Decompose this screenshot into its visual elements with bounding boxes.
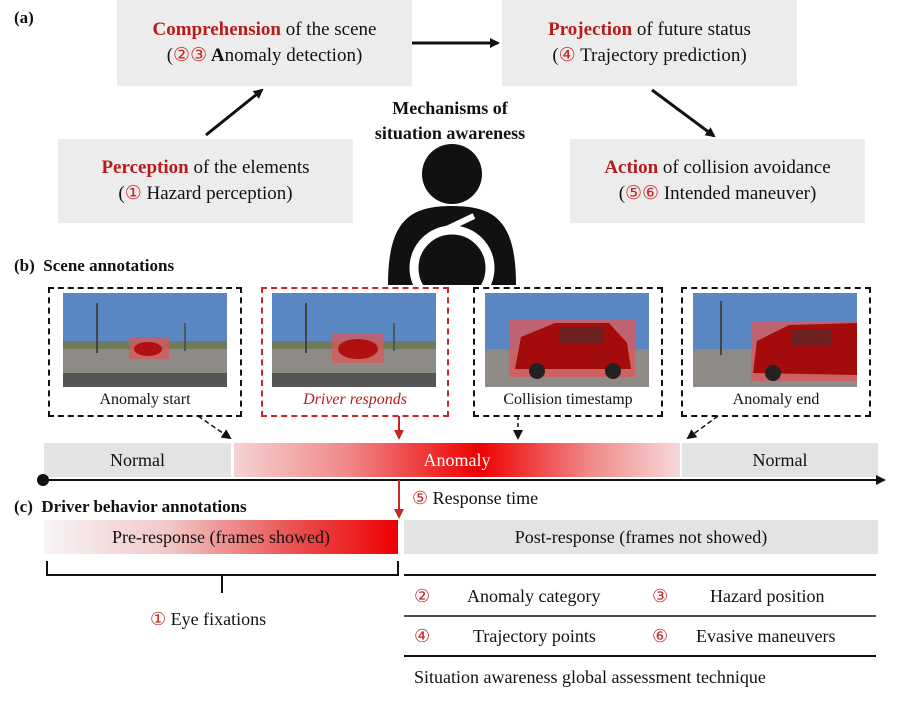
comprehension-box: Comprehension of the scene (②③ Anomaly d… — [117, 0, 412, 86]
panel-c-title: Driver behavior annotations — [41, 497, 247, 516]
table-num: ② — [414, 586, 431, 606]
scene-thumbnail — [63, 293, 227, 387]
frame-driver-responds: Driver responds — [261, 287, 449, 417]
table-num: ③ — [652, 586, 669, 606]
perception-keyword: Perception — [101, 157, 189, 178]
timeline-normal-left: Normal — [44, 443, 231, 477]
center-title: Mechanisms of situation awareness — [345, 96, 555, 146]
driver-icon — [388, 144, 516, 290]
panel-b-letter: (b) — [14, 256, 35, 275]
perception-nums: ① — [124, 183, 142, 204]
table-cell: Anomaly category — [467, 586, 601, 606]
eye-fixation-text: Eye fixations — [170, 609, 267, 629]
action-paren: ( — [618, 183, 626, 204]
arrow-projection-to-action — [651, 88, 716, 138]
perception-box: Perception of the elements (① Hazard per… — [58, 139, 353, 223]
response-time-label: ⑤ Response time — [412, 488, 538, 509]
scene-thumbnail — [485, 293, 649, 387]
panel-c-letter: (c) — [14, 497, 33, 516]
frame-caption: Driver responds — [303, 391, 407, 408]
panel-c-label: (c) Driver behavior annotations — [14, 497, 247, 517]
sagat-caption: Situation awareness global assessment te… — [414, 667, 766, 687]
eye-fixation-bracket — [46, 561, 399, 593]
timeline-graphics — [37, 415, 886, 519]
post-response-bar: Post-response (frames not showed) — [404, 520, 878, 554]
projection-keyword: Projection — [548, 19, 633, 40]
comprehension-keyword: Comprehension — [152, 19, 281, 40]
response-time-text: Response time — [432, 488, 539, 508]
comprehension-line2: nomaly detection) — [224, 45, 363, 66]
table-num: ⑥ — [652, 626, 669, 646]
frame-anomaly-end: Anomaly end — [681, 287, 871, 417]
frame-caption: Collision timestamp — [503, 391, 633, 408]
response-time-num: ⑤ — [412, 488, 429, 508]
table-num: ④ — [414, 626, 431, 646]
projection-line2: Trajectory prediction) — [575, 45, 747, 66]
comprehension-paren: ( — [166, 45, 174, 66]
comprehension-bold: A — [207, 45, 225, 66]
perception-line2: Hazard perception) — [141, 183, 293, 204]
table-cell: Evasive maneuvers — [696, 626, 836, 646]
timeline-anomaly: Anomaly — [234, 443, 680, 477]
table-cell: Hazard position — [710, 586, 825, 606]
projection-paren: ( — [552, 45, 559, 66]
projection-box: Projection of future status (④ Trajector… — [502, 0, 797, 86]
perception-paren: ( — [118, 183, 125, 204]
comprehension-text: of the scene — [280, 19, 377, 40]
action-box: Action of collision avoidance (⑤⑥ Intend… — [570, 139, 865, 223]
arrow-perception-to-comprehension — [205, 88, 264, 137]
comprehension-nums: ②③ — [173, 45, 208, 66]
action-text: of collision avoidance — [658, 157, 831, 178]
scene-thumbnail — [272, 293, 436, 387]
projection-text: of future status — [632, 19, 751, 40]
frame-caption: Anomaly start — [99, 391, 191, 408]
frame-anomaly-start: Anomaly start — [48, 287, 242, 417]
center-title-line2: situation awareness — [374, 123, 526, 143]
center-title-line1: Mechanisms of — [392, 98, 508, 118]
projection-nums: ④ — [558, 45, 576, 66]
table-cell: Trajectory points — [473, 626, 596, 646]
timeline-normal-right: Normal — [682, 443, 878, 477]
panel-b-title: Scene annotations — [43, 256, 175, 275]
pre-response-bar: Pre-response (frames showed) — [44, 520, 398, 554]
panel-a-label: (a) — [14, 8, 34, 27]
eye-fixations-label: ① Eye fixations — [150, 609, 266, 630]
action-line2: Intended maneuver) — [659, 183, 817, 204]
panel-b-label: (b) Scene annotations — [14, 256, 174, 276]
panel-a-graphics — [205, 38, 716, 290]
perception-text: of the elements — [188, 157, 310, 178]
action-keyword: Action — [604, 157, 659, 178]
eye-fixation-num: ① — [150, 609, 167, 629]
arrow-anomaly-start — [197, 415, 232, 440]
panel-c-graphics — [46, 561, 876, 657]
scene-thumbnail — [693, 293, 857, 387]
frame-caption: Anomaly end — [732, 391, 820, 408]
action-nums: ⑤⑥ — [625, 183, 660, 204]
frame-collision-timestamp: Collision timestamp — [473, 287, 663, 417]
arrow-anomaly-end — [686, 415, 719, 440]
